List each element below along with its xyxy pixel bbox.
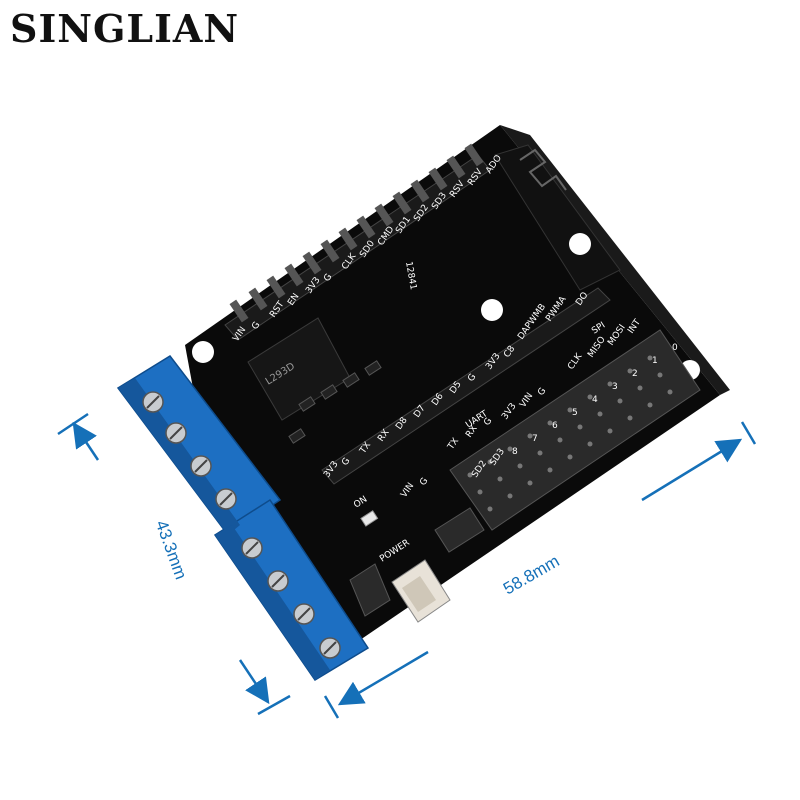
pin-number: 1 bbox=[652, 356, 658, 366]
pin-number: 5 bbox=[572, 408, 578, 418]
pin-number: 6 bbox=[552, 421, 558, 431]
mount-hole bbox=[481, 299, 503, 321]
pin-number: 2 bbox=[632, 369, 638, 379]
mid-label: G bbox=[340, 456, 352, 467]
driver-chip: L293D bbox=[247, 317, 351, 421]
mid-label: G bbox=[466, 372, 478, 383]
chip-text: 12841 bbox=[403, 261, 418, 291]
pin-number: 7 bbox=[532, 434, 538, 444]
pin-number: 4 bbox=[592, 395, 598, 405]
uart-pin: G bbox=[482, 416, 494, 427]
mount-hole bbox=[192, 341, 214, 363]
lower-label: G bbox=[536, 386, 548, 397]
power-pin-label: G bbox=[418, 476, 430, 487]
mount-hole bbox=[569, 233, 591, 255]
power-led bbox=[360, 510, 379, 527]
header-label: G bbox=[250, 320, 262, 331]
dimension-arrows bbox=[57, 412, 757, 719]
power-connector bbox=[391, 559, 451, 623]
header-label: G bbox=[322, 272, 334, 283]
pin-number: 8 bbox=[512, 447, 518, 457]
pin-number: 3 bbox=[612, 382, 618, 392]
brand-logo: SINGLIAN bbox=[10, 6, 240, 51]
pin-number: 0 bbox=[672, 343, 678, 353]
pcb-board: L293D bbox=[185, 125, 730, 645]
